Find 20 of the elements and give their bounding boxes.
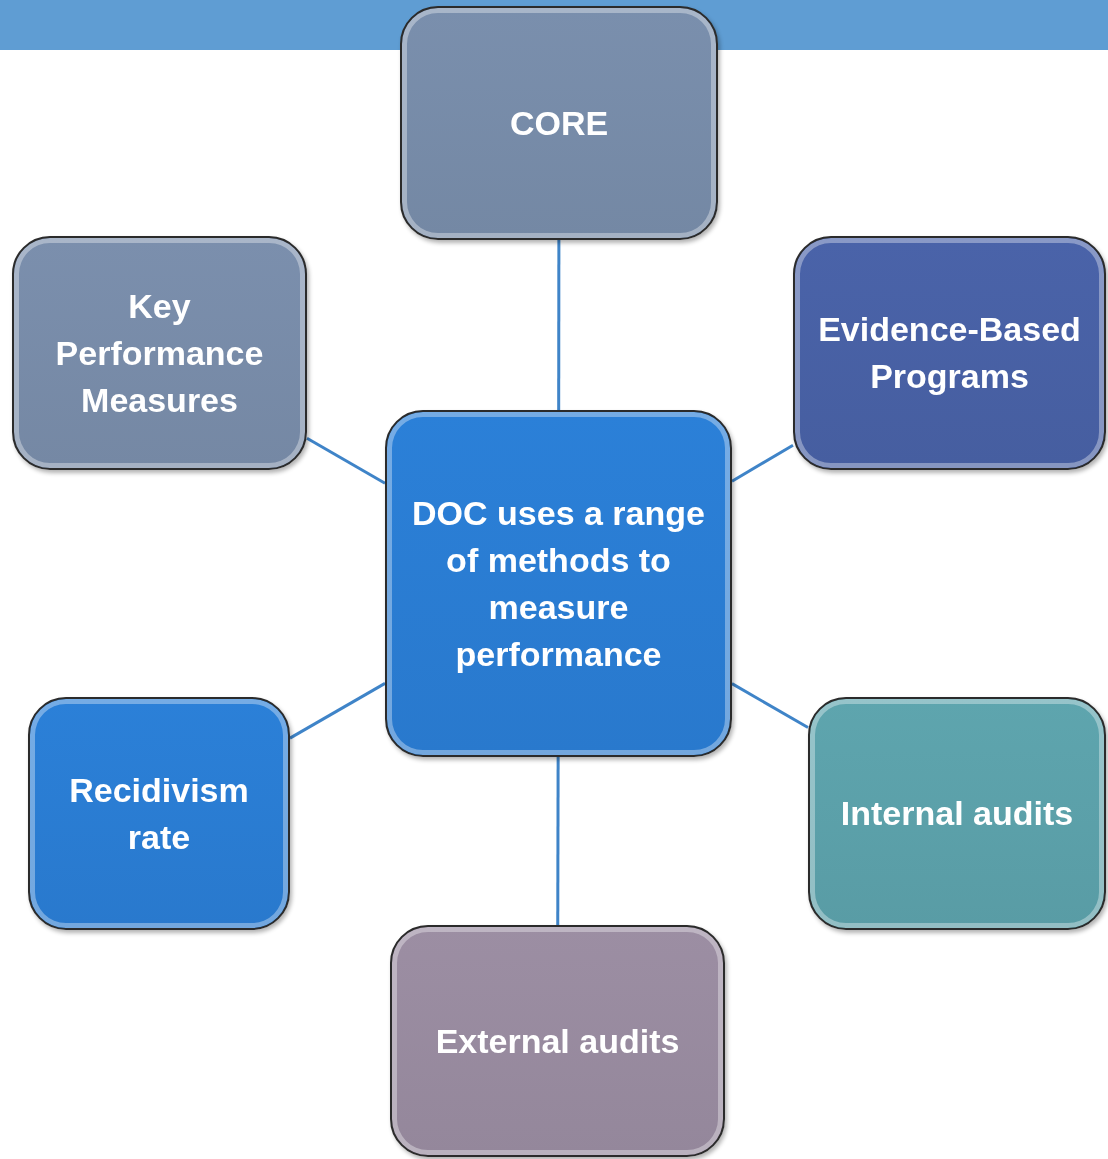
connector-line [731,682,809,729]
connector-line [306,436,386,485]
node-label: Recidivism rate [68,769,250,858]
node-label: DOC uses a range of methods to measure performance [411,492,706,675]
connector-line [289,682,386,740]
rounded-box [390,925,725,1157]
rounded-box [793,236,1106,470]
connector-line [557,240,561,410]
connector-line [556,757,560,925]
rounded-box [12,236,307,470]
node-label: Evidence-Based Programs [817,309,1082,397]
rounded-box [400,6,718,240]
rounded-box [385,410,732,757]
node-label: Key Performance Measures [54,285,265,421]
rounded-box [808,697,1106,930]
node-label: CORE [508,102,610,144]
node-label: Internal audits [839,793,1075,834]
connector-line [731,443,794,483]
node-label: External audits [434,1020,681,1062]
rounded-box [28,697,290,930]
